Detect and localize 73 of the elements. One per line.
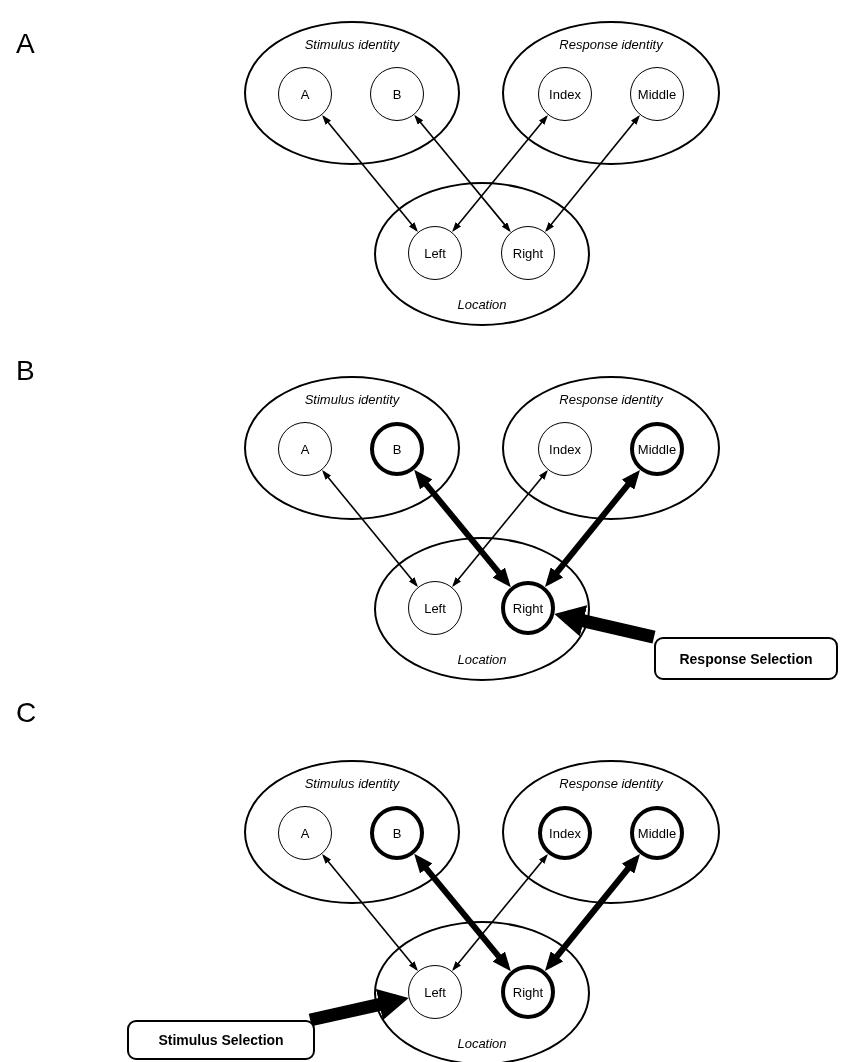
node-label: Right [512, 984, 544, 1000]
panel-label: C [16, 697, 37, 729]
node-circle [501, 965, 555, 1019]
node-circle [408, 581, 462, 635]
node-circle [278, 806, 332, 860]
node-label: B [392, 86, 402, 102]
arrow [308, 988, 409, 1027]
group-ellipse [374, 182, 590, 326]
double-arrow [452, 853, 548, 972]
node-label: Right [512, 245, 544, 261]
node-label: A [300, 86, 310, 102]
group-ellipse [374, 537, 590, 681]
double-arrow [322, 853, 418, 972]
group-ellipse [374, 921, 590, 1062]
node-label: Index [549, 441, 581, 457]
group-ellipse [244, 21, 460, 165]
node-label: Index [549, 86, 581, 102]
node-circle [630, 67, 684, 121]
group-heading: Location [457, 1036, 507, 1051]
double-arrow [322, 114, 418, 233]
node-label: A [300, 441, 310, 457]
double-arrow [414, 853, 511, 972]
arrow [554, 605, 656, 644]
node-circle [278, 422, 332, 476]
group-heading: Stimulus identity [304, 392, 400, 407]
group-heading: Response identity [559, 392, 663, 407]
node-circle [370, 806, 424, 860]
panel-label: A [16, 28, 35, 60]
node-label: Left [424, 245, 446, 261]
group-ellipse [502, 760, 720, 904]
node-circle [538, 422, 592, 476]
double-arrow [322, 469, 418, 588]
group-heading: Stimulus identity [304, 37, 400, 52]
node-circle [370, 422, 424, 476]
node-label: Middle [637, 825, 677, 841]
double-arrow [452, 114, 548, 233]
group-heading: Response identity [559, 37, 663, 52]
node-circle [538, 806, 592, 860]
group-heading: Response identity [559, 776, 663, 791]
node-label: Middle [637, 441, 677, 457]
node-circle [538, 67, 592, 121]
group-ellipse [244, 760, 460, 904]
group-ellipse [502, 376, 720, 520]
group-ellipse [502, 21, 720, 165]
double-arrow [414, 114, 511, 233]
group-heading: Stimulus identity [304, 776, 400, 791]
process-box: Stimulus Selection [127, 1020, 315, 1060]
node-circle [370, 67, 424, 121]
node-label: Right [512, 600, 544, 616]
group-ellipse [244, 376, 460, 520]
process-box: Response Selection [654, 637, 838, 680]
double-arrow [545, 853, 640, 972]
node-label: Middle [637, 86, 677, 102]
node-circle [630, 806, 684, 860]
node-circle [408, 965, 462, 1019]
node-label: A [300, 825, 310, 841]
node-circle [408, 226, 462, 280]
node-circle [630, 422, 684, 476]
node-label: B [392, 825, 402, 841]
group-heading: Location [457, 652, 507, 667]
node-circle [278, 67, 332, 121]
node-label: Index [549, 825, 581, 841]
double-arrow [414, 469, 511, 588]
double-arrow [545, 469, 640, 588]
node-circle [501, 581, 555, 635]
node-label: Left [424, 984, 446, 1000]
panel-label: B [16, 355, 35, 387]
node-label: Left [424, 600, 446, 616]
node-circle [501, 226, 555, 280]
double-arrow [452, 469, 548, 588]
group-heading: Location [457, 297, 507, 312]
double-arrow [545, 114, 640, 233]
node-label: B [392, 441, 402, 457]
